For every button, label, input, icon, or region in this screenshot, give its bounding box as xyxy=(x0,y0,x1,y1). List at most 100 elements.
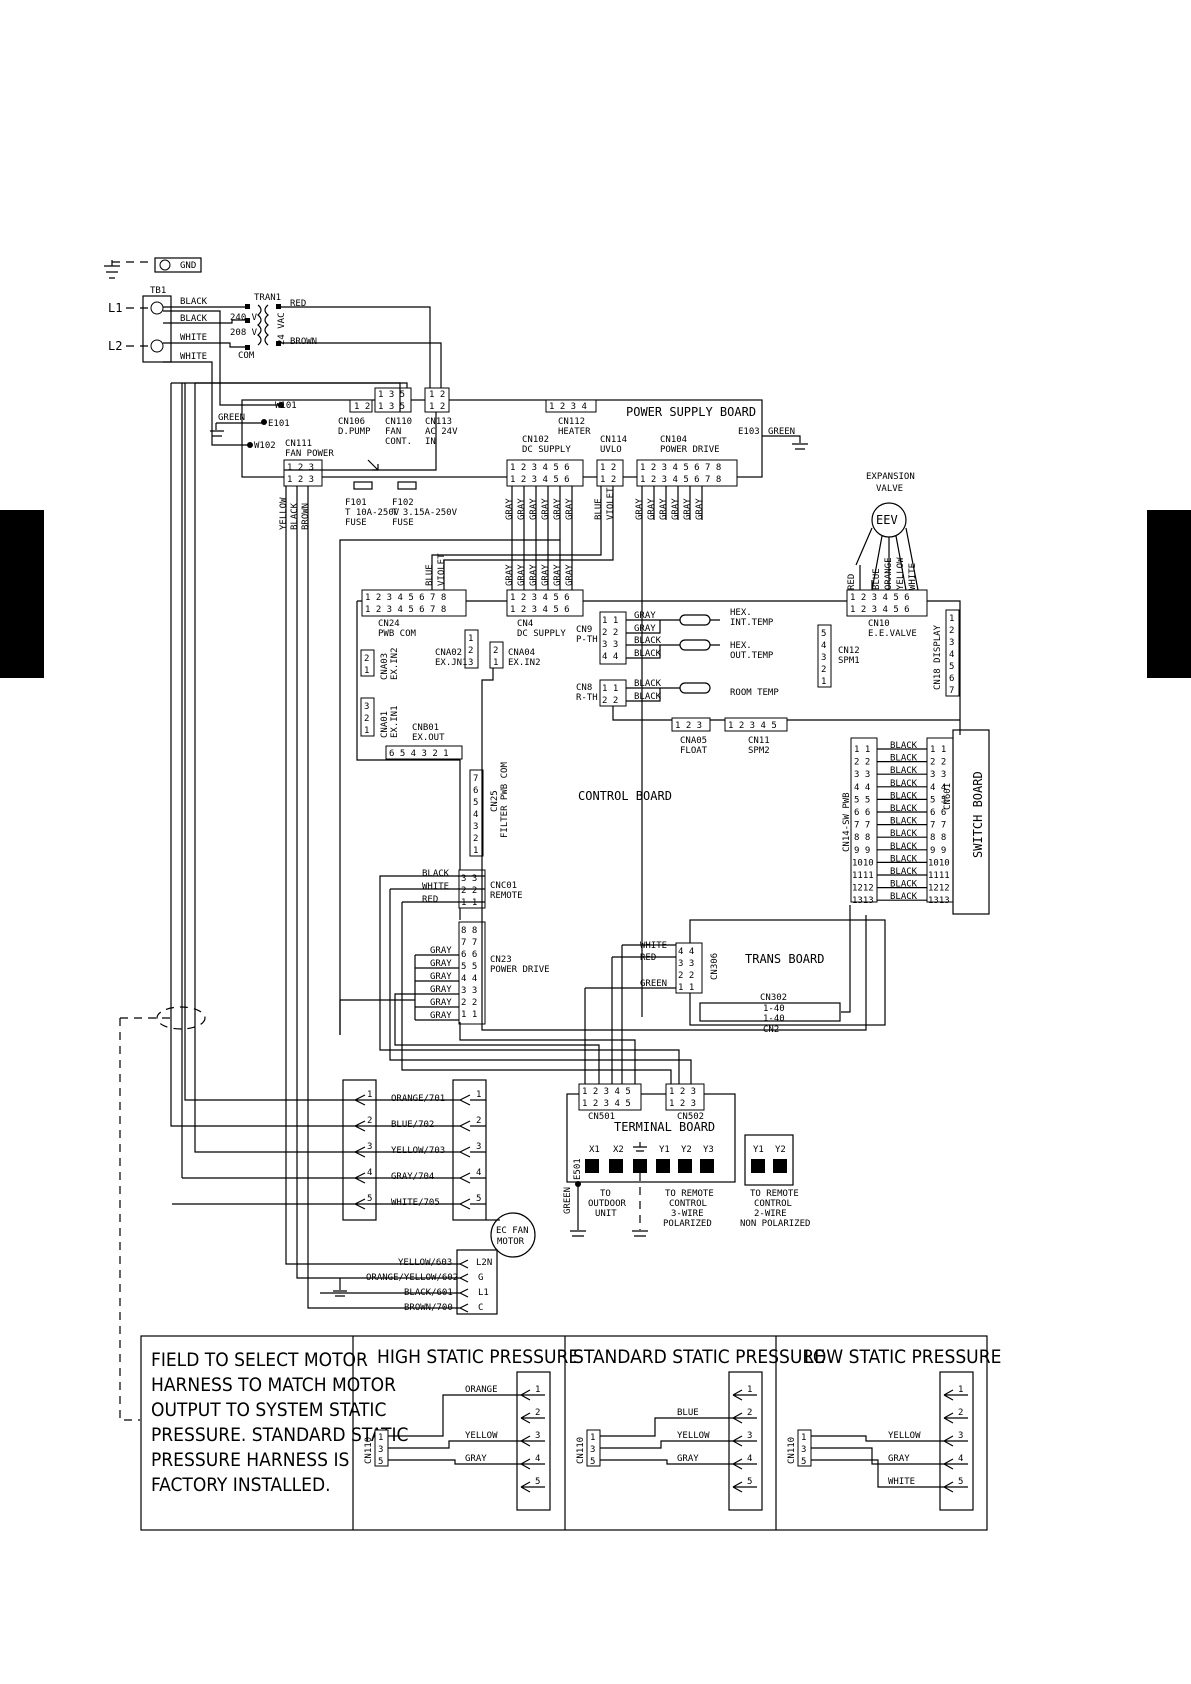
svg-text:GRAY: GRAY xyxy=(553,498,563,520)
legend-wire xyxy=(811,1447,944,1465)
cn4-gray-labels: GRAY GRAY GRAY GRAY GRAY GRAY xyxy=(505,564,575,586)
legend-pin: 2 xyxy=(535,1408,540,1418)
legend-pin: 3 xyxy=(747,1431,752,1441)
svg-text:CN113: CN113 xyxy=(425,417,452,427)
legend-wire xyxy=(388,1459,521,1465)
svg-text:1 2 3: 1 2 3 xyxy=(675,721,702,731)
svg-text:VALVE: VALVE xyxy=(876,484,903,494)
legend-wire-label: BLUE xyxy=(677,1408,699,1418)
svg-text:CN10: CN10 xyxy=(868,619,890,629)
legend-cn110-pin: 5 xyxy=(801,1457,806,1467)
svg-text:5 5: 5 5 xyxy=(461,962,477,972)
legend-pin: 5 xyxy=(747,1477,752,1487)
svg-text:1-40: 1-40 xyxy=(763,1014,785,1024)
svg-text:GRAY: GRAY xyxy=(430,972,452,982)
svg-text:3 3: 3 3 xyxy=(602,640,618,650)
svg-text:ORANGE: ORANGE xyxy=(884,557,894,590)
cn601-pin: 1111 xyxy=(928,871,950,881)
svg-text:1: 1 xyxy=(468,634,473,644)
svg-text:BLACK: BLACK xyxy=(180,314,208,324)
svg-text:CNA03: CNA03 xyxy=(380,653,390,680)
svg-text:POWER DRIVE: POWER DRIVE xyxy=(660,445,720,455)
cn14-pin: 1313 xyxy=(852,896,874,906)
svg-text:CN112: CN112 xyxy=(558,417,585,427)
svg-text:CONTROL BOARD: CONTROL BOARD xyxy=(578,789,672,803)
svg-text:SPM1: SPM1 xyxy=(838,656,860,666)
svg-text:CNA02: CNA02 xyxy=(435,648,462,658)
svg-text:2: 2 xyxy=(468,646,473,656)
svg-text:OUT.TEMP: OUT.TEMP xyxy=(730,651,774,661)
svg-text:1 2 3 4 5 6 7 8: 1 2 3 4 5 6 7 8 xyxy=(640,475,721,485)
cn601-pin: 5 5 xyxy=(930,795,946,805)
legend-pin: 3 xyxy=(535,1431,540,1441)
svg-text:TRAN1: TRAN1 xyxy=(254,293,281,303)
svg-text:1 2: 1 2 xyxy=(429,402,445,412)
svg-text:2: 2 xyxy=(473,834,478,844)
svg-text:1 2: 1 2 xyxy=(354,402,370,412)
svg-text:GRAY: GRAY xyxy=(505,564,515,586)
svg-text:5: 5 xyxy=(949,662,954,672)
svg-text:HEX.: HEX. xyxy=(730,608,752,618)
switch-wire-label: BLACK xyxy=(890,817,918,827)
legend-wire xyxy=(600,1459,733,1465)
cn14-pin: 9 9 xyxy=(854,846,870,856)
left-side-tab xyxy=(0,510,44,678)
svg-text:BLACK: BLACK xyxy=(180,297,208,307)
cn601-pin: 9 9 xyxy=(930,846,946,856)
cn14-pin: 4 4 xyxy=(854,783,870,793)
legend-cn110-pin: 3 xyxy=(590,1445,595,1455)
legend-pin: 5 xyxy=(958,1477,963,1487)
svg-text:Y2: Y2 xyxy=(681,1145,692,1155)
svg-text:2: 2 xyxy=(493,646,498,656)
switch-wire-label: BLACK xyxy=(890,829,918,839)
cn14-pin: 1010 xyxy=(852,858,874,868)
svg-text:BLACK: BLACK xyxy=(634,649,662,659)
svg-text:1 3 5: 1 3 5 xyxy=(378,402,405,412)
svg-text:1 2 3 4 5 6: 1 2 3 4 5 6 xyxy=(510,475,570,485)
svg-text:E501: E501 xyxy=(573,1158,583,1180)
cn14-pin: 1 1 xyxy=(854,745,870,755)
svg-text:Y1: Y1 xyxy=(659,1145,670,1155)
svg-text:BLUE: BLUE xyxy=(594,498,604,520)
svg-text:1 2 3 4 5 6 7 8: 1 2 3 4 5 6 7 8 xyxy=(365,605,446,615)
cn14-pin: 2 2 xyxy=(854,758,870,768)
svg-text:FAN POWER: FAN POWER xyxy=(285,449,334,459)
legend-pin: 1 xyxy=(958,1385,963,1395)
svg-text:T 10A-250V: T 10A-250V xyxy=(345,508,400,518)
svg-text:GREEN: GREEN xyxy=(218,413,245,423)
svg-text:3: 3 xyxy=(949,638,954,648)
cn14-pin: 3 3 xyxy=(854,770,870,780)
svg-text:3: 3 xyxy=(364,702,369,712)
svg-text:GREEN: GREEN xyxy=(563,1187,573,1214)
right-side-tab xyxy=(1147,510,1191,678)
svg-text:X2: X2 xyxy=(613,1145,624,1155)
svg-text:GRAY: GRAY xyxy=(430,946,452,956)
svg-text:1: 1 xyxy=(364,726,369,736)
svg-text:GRAY: GRAY xyxy=(541,498,551,520)
expansion-valve: EXPANSION VALVE EEV RED BLUE ORANGE YELL… xyxy=(847,472,919,591)
svg-text:RED: RED xyxy=(290,299,306,309)
legend-pin: 1 xyxy=(747,1385,752,1395)
svg-text:2 2: 2 2 xyxy=(602,628,618,638)
svg-text:CN11: CN11 xyxy=(748,736,770,746)
svg-text:L1: L1 xyxy=(478,1288,489,1298)
svg-text:FUSE: FUSE xyxy=(345,518,367,528)
svg-text:1: 1 xyxy=(473,846,478,856)
legend-wire xyxy=(600,1417,733,1437)
svg-text:POWER SUPPLY BOARD: POWER SUPPLY BOARD xyxy=(626,405,756,419)
power-supply-board: POWER SUPPLY BOARD W101 E101 W102 GREEN … xyxy=(210,387,808,490)
svg-text:8 8: 8 8 xyxy=(461,926,477,936)
svg-text:REMOTE: REMOTE xyxy=(490,891,523,901)
svg-text:BLUE: BLUE xyxy=(872,568,882,590)
cn14-pin: 6 6 xyxy=(854,808,870,818)
svg-text:BLACK: BLACK xyxy=(290,502,300,530)
svg-text:2: 2 xyxy=(821,665,826,675)
svg-text:GRAY: GRAY xyxy=(430,1011,452,1021)
svg-text:C: C xyxy=(478,1303,483,1313)
svg-text:WHITE/705: WHITE/705 xyxy=(391,1198,440,1208)
harness-selector-link xyxy=(119,1017,170,1421)
legend-wire xyxy=(388,1394,521,1437)
cn14-pin: 8 8 xyxy=(854,833,870,843)
svg-text:RED: RED xyxy=(847,574,857,590)
